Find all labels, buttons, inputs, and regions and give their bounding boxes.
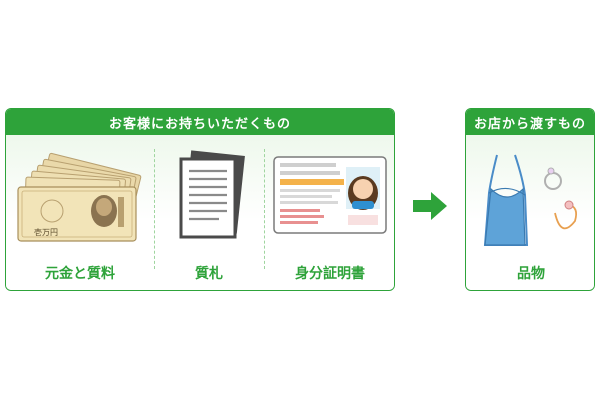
pawn-ticket-icon xyxy=(179,150,245,239)
shop-returns-header: お店から渡すもの xyxy=(466,109,594,135)
banknotes-icon: 壱万円 xyxy=(17,152,142,242)
id-card-icon xyxy=(273,156,387,234)
item-label-pawn-ticket: 質札 xyxy=(195,266,223,282)
banknote-value-text: 壱万円 xyxy=(34,227,58,237)
customer-brings-header: お客様にお持ちいただくもの xyxy=(6,109,394,135)
shop-returns-panel: お店から渡すもの 品物 xyxy=(465,108,595,291)
item-label-principal-and-fee: 元金と質料 xyxy=(45,266,115,282)
item-label-goods: 品物 xyxy=(517,266,545,282)
goods-icon xyxy=(483,154,578,246)
item-pawn-ticket: 質札 xyxy=(154,135,264,290)
arrow-right-icon xyxy=(413,192,447,220)
item-goods: 品物 xyxy=(466,135,594,290)
divider-1 xyxy=(154,149,155,269)
customer-brings-panel: お客様にお持ちいただくもの 壱万円 元金と質料 xyxy=(5,108,395,291)
item-principal-and-fee: 壱万円 元金と質料 xyxy=(6,135,154,290)
item-id-document: 身分証明書 xyxy=(264,135,394,290)
item-label-id-document: 身分証明書 xyxy=(295,266,365,282)
divider-2 xyxy=(264,149,265,269)
